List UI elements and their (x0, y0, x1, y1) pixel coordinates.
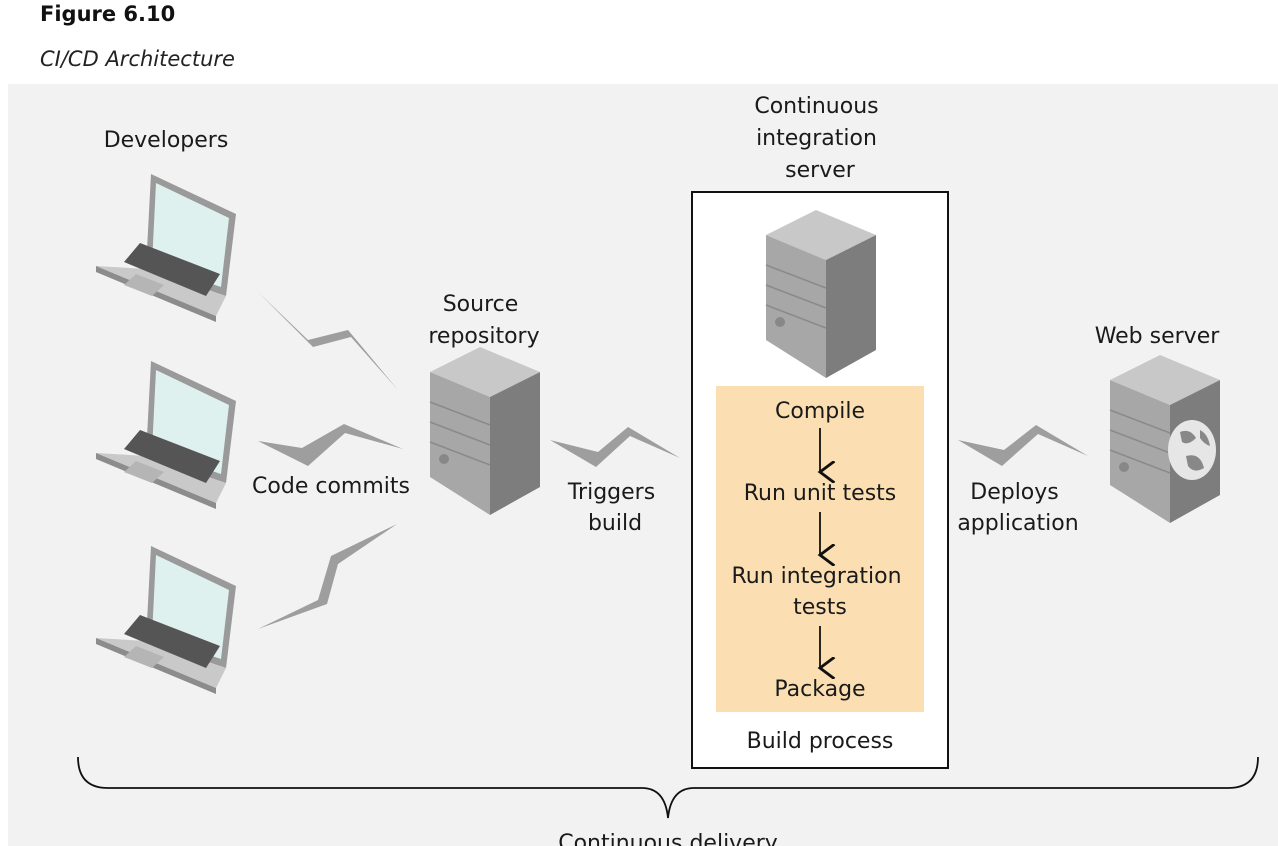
ci-server-label: Continuous integration server (754, 94, 885, 183)
build-step-package: Package (774, 677, 865, 702)
source-repository-server-icon (429, 346, 541, 516)
continuous-delivery-label: Continuous delivery (558, 831, 778, 846)
build-process-label: Build process (747, 729, 894, 754)
deploy-connector-icon (958, 425, 1088, 466)
continuous-delivery-brace (77, 756, 1259, 819)
build-step-compile: Compile (775, 399, 865, 424)
developer-laptop-icon (96, 361, 236, 509)
triggers-build-label: Triggers build (567, 480, 662, 536)
deploys-application-label: Deploys application (957, 480, 1078, 536)
build-step-integration-tests: Run integration tests (731, 564, 908, 620)
web-server-icon (1109, 354, 1221, 524)
figure-subtitle: CI/CD Architecture (40, 47, 235, 71)
web-server-label: Web server (1095, 324, 1221, 349)
developers-label: Developers (104, 128, 229, 153)
code-commits-label: Code commits (252, 474, 410, 499)
commit-connector-icon (258, 292, 398, 390)
commit-connector-icon (258, 524, 397, 629)
source-repository-label: Source repository (428, 292, 539, 349)
trigger-connector-icon (550, 427, 680, 467)
developer-laptop-icon (96, 546, 236, 694)
commit-connector-icon (258, 424, 403, 466)
build-step-unit-tests: Run unit tests (744, 481, 897, 506)
figure-title: Figure 6.10 (40, 2, 176, 26)
developer-laptop-icon (96, 174, 236, 322)
